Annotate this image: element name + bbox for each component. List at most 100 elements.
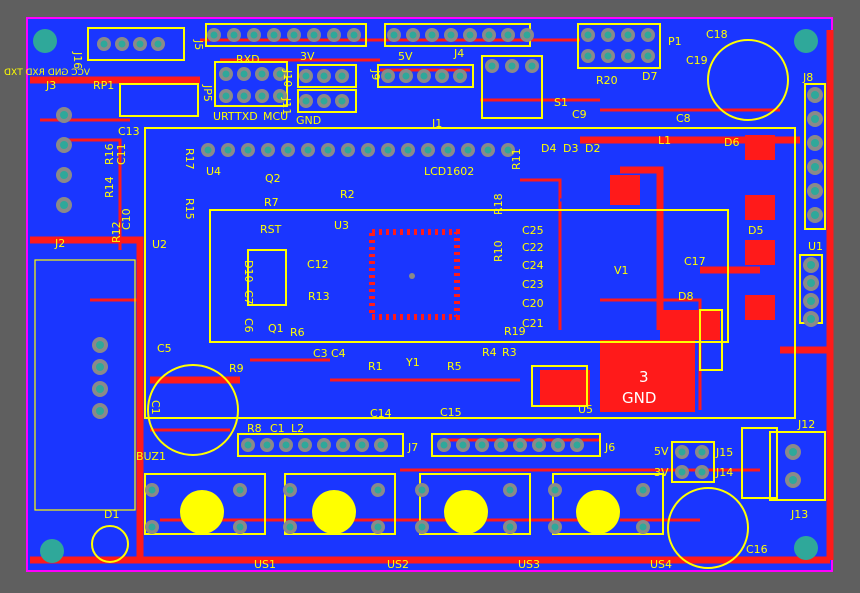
label-c3: C3 <box>313 347 328 360</box>
label-c23: C23 <box>522 278 544 291</box>
label-c14: C14 <box>370 407 392 420</box>
label-j2: J2 <box>54 237 65 250</box>
label-l1: L1 <box>658 134 671 147</box>
label-j14: J14 <box>715 466 733 479</box>
label-lcd1602: LCD1602 <box>424 165 474 178</box>
label-j15-5v: 5V <box>654 445 669 458</box>
label-j4: J4 <box>453 47 464 60</box>
label-c24: C24 <box>522 259 544 272</box>
label-r10: R10 <box>492 240 505 262</box>
label-us1: US1 <box>254 558 276 571</box>
label-d5: D5 <box>748 224 763 237</box>
label-d6: D6 <box>724 136 739 149</box>
label-c12: C12 <box>307 258 329 271</box>
label-urt: URT <box>213 110 235 123</box>
label-c20: C20 <box>522 297 544 310</box>
pad-3-text: 3 <box>639 368 649 386</box>
label-r7: R7 <box>264 196 279 209</box>
label-r3: R3 <box>502 346 517 359</box>
label-u3: U3 <box>334 219 349 232</box>
label-d10: D10 <box>242 260 255 282</box>
label-r15: R15 <box>183 198 196 220</box>
label-d4: D4 <box>541 142 556 155</box>
label-r5: R5 <box>447 360 462 373</box>
label-r12: R12 <box>110 221 123 243</box>
label-r17: R17 <box>183 148 196 170</box>
label-c9: C9 <box>572 108 587 121</box>
label-c7: C7 <box>242 290 255 305</box>
label-r14: R14 <box>103 176 116 198</box>
label-c22: C22 <box>522 241 544 254</box>
label-d8: D8 <box>678 290 693 303</box>
label-j8: J8 <box>802 71 813 84</box>
label-jp5: JP5 <box>201 84 214 102</box>
label-j9: J9 <box>369 69 382 80</box>
label-us4: US4 <box>650 558 672 571</box>
label-j14-3v: 3V <box>654 466 669 479</box>
label-c1: C1 <box>149 400 162 415</box>
label-us2: US2 <box>387 558 409 571</box>
label-r4: R4 <box>482 346 497 359</box>
label-q1: Q1 <box>268 322 284 335</box>
label-j12: J12 <box>797 418 815 431</box>
label-c25: C25 <box>522 224 544 237</box>
label-u4: U4 <box>206 165 221 178</box>
label-r13: R13 <box>308 290 330 303</box>
label-r2: R2 <box>340 188 355 201</box>
label-rst: RST <box>260 223 282 236</box>
label-rxd: RXD <box>236 53 260 66</box>
label-c13: C13 <box>118 125 140 138</box>
label-j11: J11 <box>280 97 293 115</box>
label-3v: 3V <box>300 50 315 63</box>
label-r18: R18 <box>492 193 505 215</box>
tactile-buttons <box>180 490 620 534</box>
label-j15: J15 <box>715 446 733 459</box>
label-c5: C5 <box>157 342 172 355</box>
label-q2: Q2 <box>265 172 281 185</box>
label-j16-pins: VCC GND RXD TXD <box>4 68 90 78</box>
label-r9: R9 <box>229 362 244 375</box>
label-c16: C16 <box>746 543 768 556</box>
label-c18: C18 <box>706 28 728 41</box>
through-hole-pads <box>56 28 823 534</box>
label-u1: U1 <box>808 240 823 253</box>
label-c15: C15 <box>440 406 462 419</box>
label-gnd: GND <box>296 114 321 127</box>
label-y1: Y1 <box>405 356 420 369</box>
label-j6: J6 <box>604 441 615 454</box>
j16-outline <box>87 27 185 61</box>
label-j3: J3 <box>45 79 56 92</box>
label-c6: C6 <box>242 318 255 333</box>
gnd-copper-pad <box>600 340 695 412</box>
label-p1: P1 <box>668 35 682 48</box>
label-j13: J13 <box>790 508 808 521</box>
label-c17: C17 <box>684 255 706 268</box>
lcd1602-outline <box>144 127 796 419</box>
label-rp1: RP1 <box>93 79 114 92</box>
label-c21: C21 <box>522 317 544 330</box>
label-r11: R11 <box>510 148 523 170</box>
label-d7: D7 <box>642 70 657 83</box>
lcd-window-outline <box>209 209 729 343</box>
label-j1: J1 <box>431 117 442 130</box>
label-d3: D3 <box>563 142 578 155</box>
label-c10: C10 <box>120 208 133 230</box>
label-r6: R6 <box>290 326 305 339</box>
label-r1: R1 <box>368 360 383 373</box>
label-j16: J16 <box>71 51 84 69</box>
label-r20: R20 <box>596 74 618 87</box>
mounting-holes <box>33 29 818 563</box>
label-c1b: C1 <box>270 422 285 435</box>
label-r19: R19 <box>504 325 526 338</box>
label-5v: 5V <box>398 50 413 63</box>
label-c19: C19 <box>686 54 708 67</box>
label-r16: R16 <box>103 143 116 165</box>
label-j7: J7 <box>407 441 418 454</box>
mcu-chip <box>369 229 460 320</box>
label-buz1: BUZ1 <box>136 450 166 463</box>
label-l2: L2 <box>291 422 304 435</box>
designator-labels: J16 VCC GND RXD TXD J5 RXD J10 3V 5V J9 … <box>4 28 823 571</box>
label-u5: U5 <box>578 403 593 416</box>
label-txd: TXD <box>234 110 258 123</box>
